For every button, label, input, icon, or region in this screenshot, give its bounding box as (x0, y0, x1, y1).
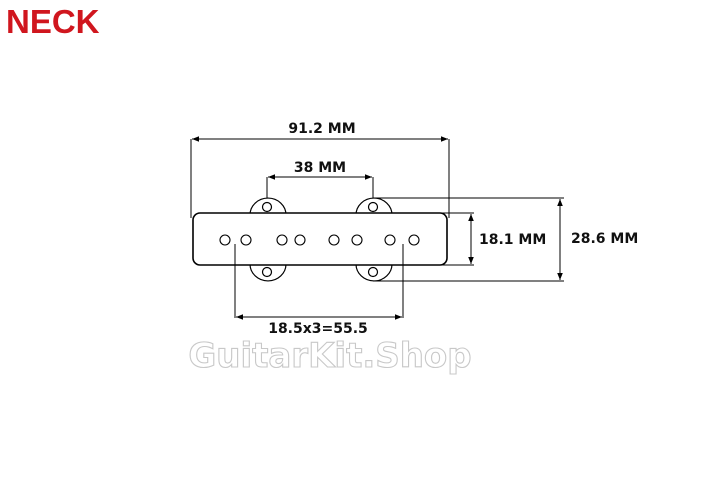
body-width-label: 18.1 MM (479, 232, 546, 248)
pole-pieces (219, 234, 420, 246)
mount-hole-spacing-label: 38 MM (294, 160, 346, 176)
pickup-body (192, 212, 448, 266)
mount-hole-bottom-right (367, 266, 379, 278)
overall-length-label: 91.2 MM (288, 121, 355, 137)
mount-hole-top-right (367, 201, 379, 213)
overall-width-dimension: 28.6 MM (373, 197, 638, 282)
mount-hole-spacing-dimension: 38 MM (266, 160, 374, 208)
pole-spacing-label: 18.5x3=55.5 (268, 321, 368, 337)
mount-hole-top-left (261, 201, 273, 213)
overall-width-label: 28.6 MM (571, 231, 638, 247)
watermark: GuitarKit.Shop (188, 336, 471, 376)
mounting-ears (249, 197, 393, 282)
overall-length-dimension: 91.2 MM (190, 121, 450, 218)
mount-hole-bottom-left (261, 266, 273, 278)
body-width-dimension: 18.1 MM (440, 212, 546, 266)
page-title: NECK (6, 3, 100, 40)
